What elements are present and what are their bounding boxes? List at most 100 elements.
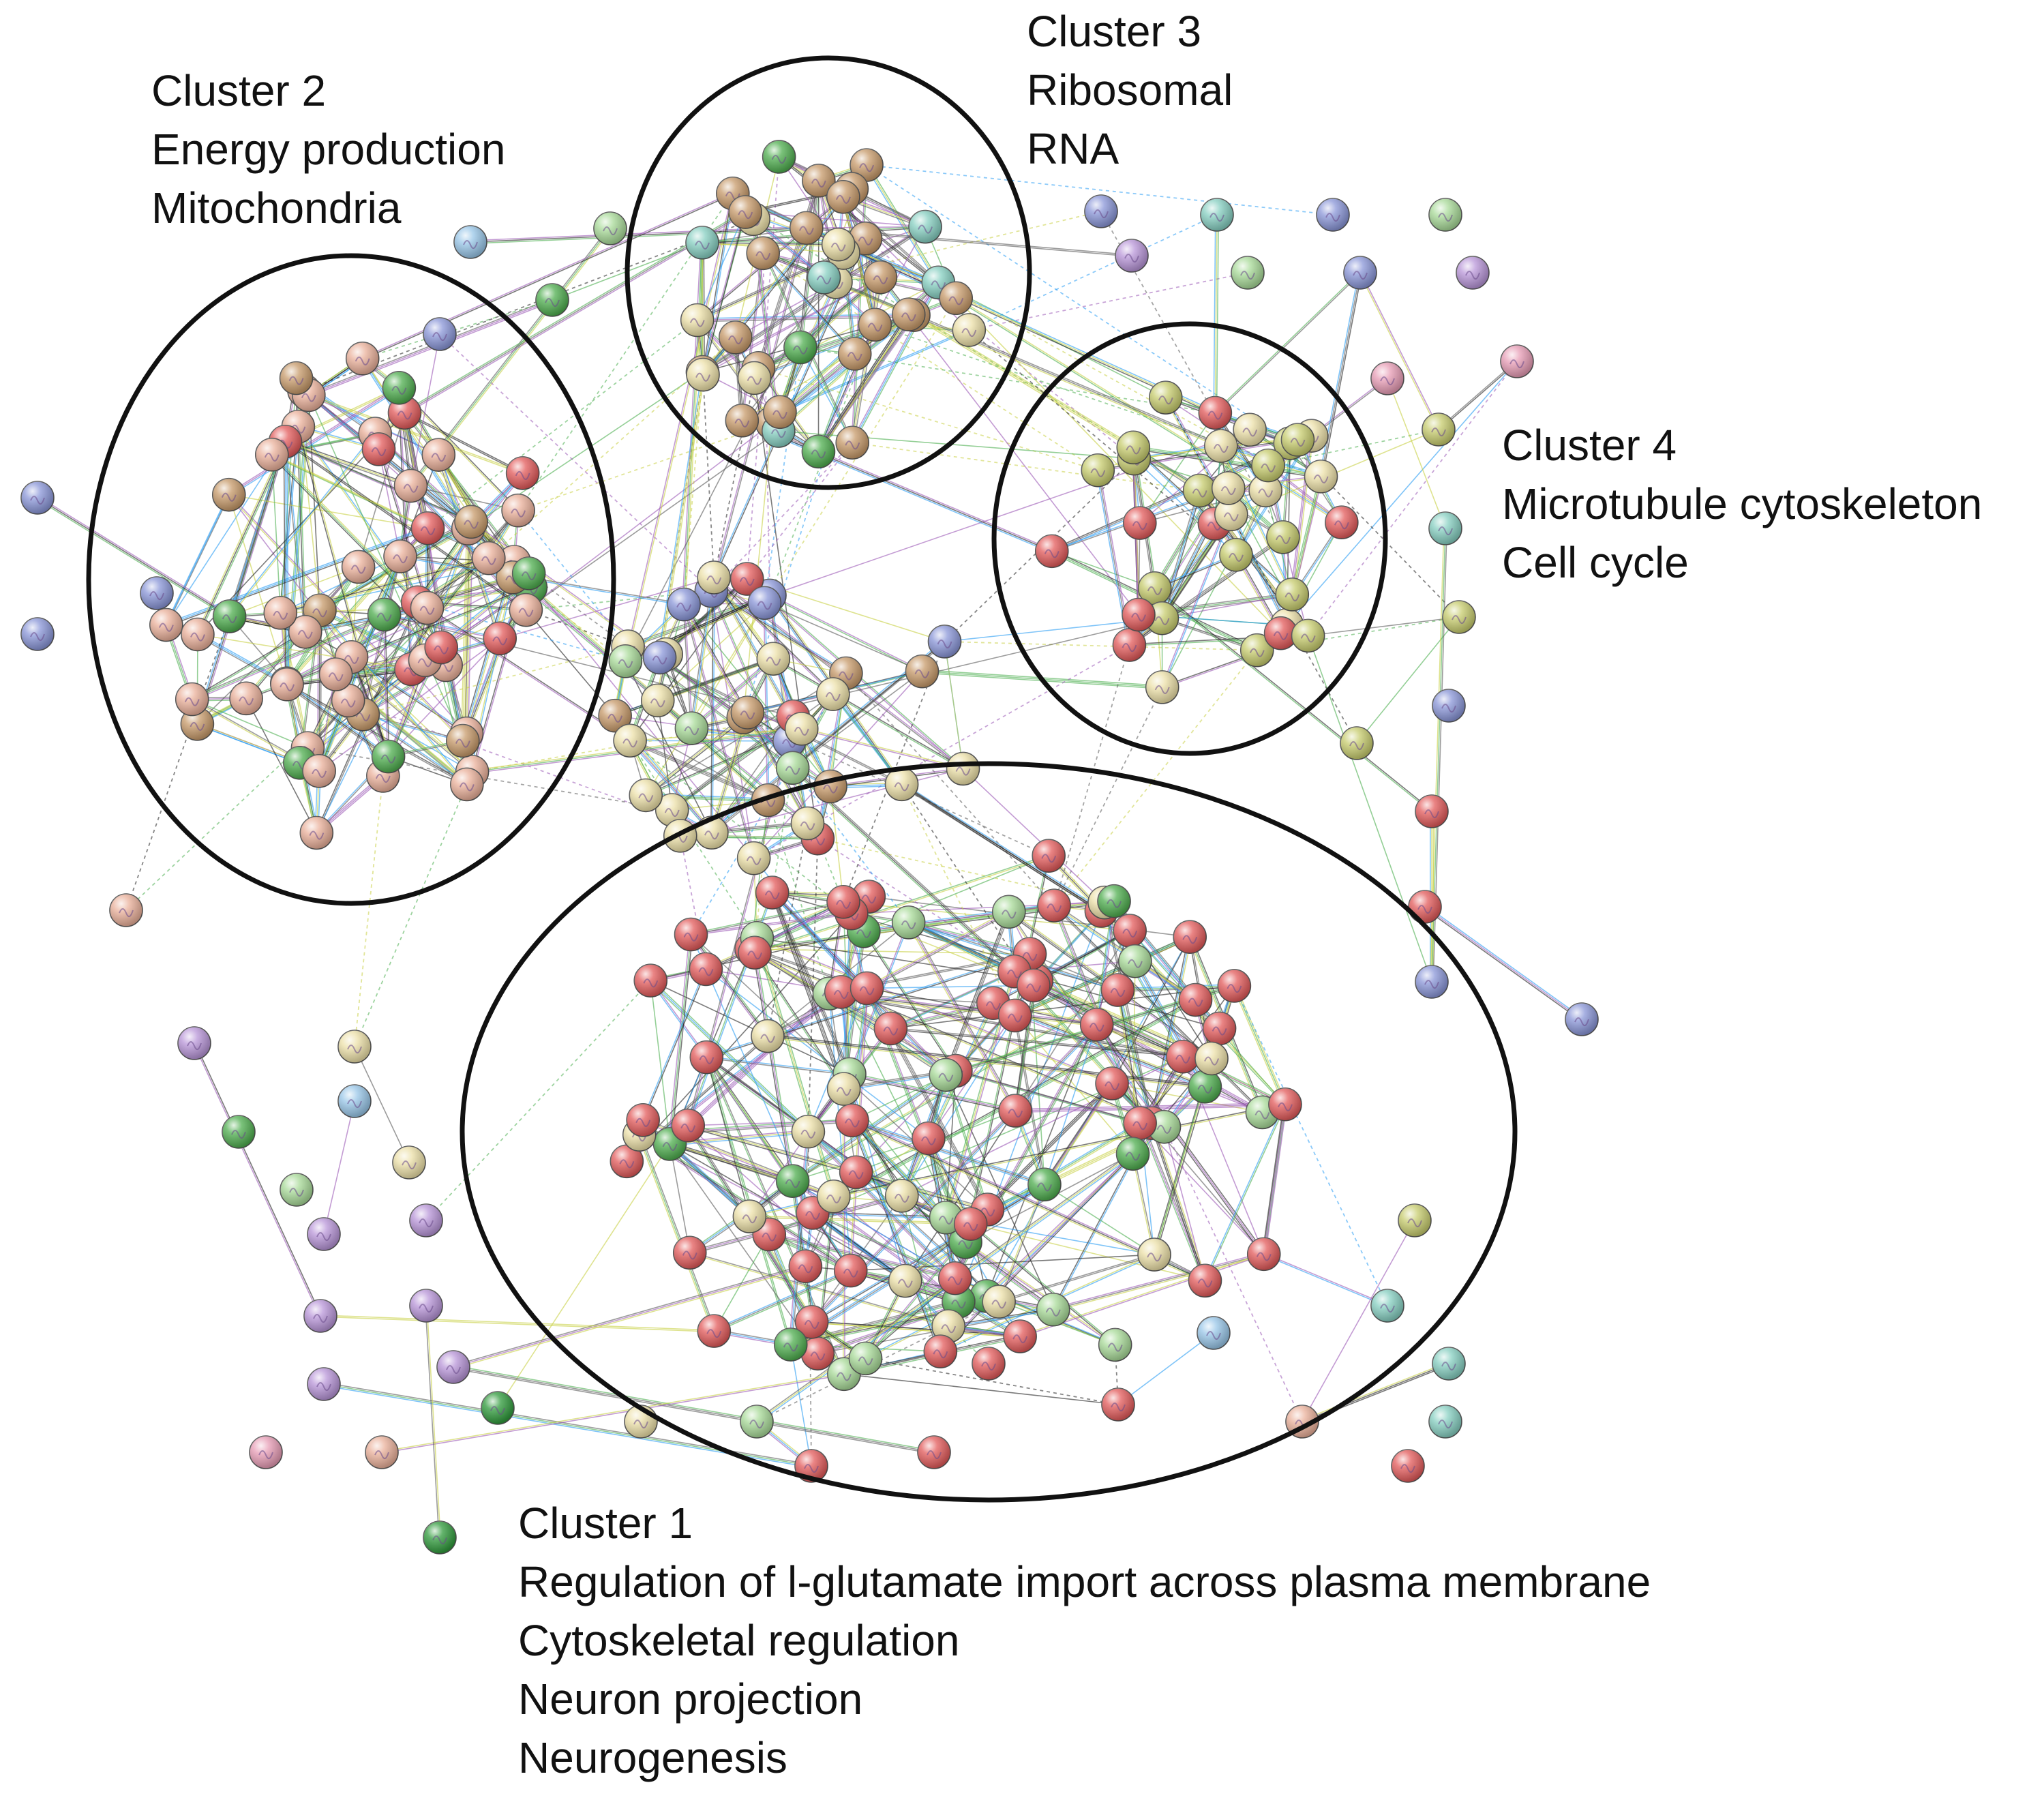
protein-node-shine bbox=[255, 438, 288, 471]
protein-node-shine bbox=[1415, 795, 1448, 828]
interaction-edge bbox=[908, 314, 1139, 616]
interaction-edge bbox=[309, 301, 554, 397]
protein-node bbox=[997, 998, 1032, 1033]
protein-node-shine bbox=[1371, 1289, 1404, 1322]
protein-structure-icon bbox=[309, 830, 325, 840]
protein-node-shine bbox=[1027, 1168, 1061, 1201]
protein-node bbox=[1182, 473, 1217, 508]
interaction-edge bbox=[271, 454, 282, 613]
protein-node bbox=[505, 456, 540, 490]
protein-node-shine bbox=[1443, 601, 1475, 633]
interaction-edge bbox=[907, 922, 1015, 1112]
interaction-edge bbox=[525, 422, 772, 611]
interaction-edge bbox=[627, 646, 902, 785]
interaction-edge bbox=[525, 610, 616, 717]
interaction-edge bbox=[670, 934, 693, 1145]
interaction-edge bbox=[742, 717, 1049, 857]
protein-node bbox=[337, 1030, 372, 1064]
protein-node bbox=[756, 642, 791, 676]
interaction-edge bbox=[1131, 1154, 1154, 1255]
interaction-edge bbox=[955, 297, 1282, 634]
protein-structure-icon bbox=[747, 376, 762, 385]
protein-structure-icon bbox=[1275, 535, 1291, 544]
protein-node-shine bbox=[783, 331, 817, 364]
protein-structure-icon bbox=[991, 1300, 1007, 1309]
protein-structure-icon bbox=[859, 986, 875, 995]
interaction-edge bbox=[901, 1015, 1016, 1197]
interaction-edge bbox=[307, 747, 672, 811]
interaction-edge bbox=[866, 164, 1334, 215]
interaction-edge bbox=[318, 610, 467, 785]
protein-node-shine bbox=[1276, 578, 1309, 611]
interaction-edge bbox=[320, 610, 468, 785]
protein-node bbox=[1101, 1388, 1135, 1422]
protein-structure-icon bbox=[1122, 929, 1138, 938]
interaction-edge bbox=[1044, 1083, 1113, 1185]
protein-node bbox=[1081, 453, 1115, 487]
interaction-edge bbox=[714, 1271, 852, 1333]
interaction-edge bbox=[866, 910, 1009, 988]
protein-node bbox=[450, 767, 484, 802]
interaction-edge bbox=[762, 252, 1098, 471]
protein-node-shine bbox=[280, 1173, 313, 1206]
interaction-edge bbox=[944, 911, 1008, 1075]
protein-node bbox=[697, 1314, 732, 1348]
protein-node-shine bbox=[938, 1261, 972, 1295]
interaction-edge bbox=[1205, 1104, 1287, 1282]
protein-structure-icon bbox=[434, 645, 449, 655]
protein-node bbox=[738, 935, 772, 970]
protein-node bbox=[1145, 670, 1179, 704]
protein-structure-icon bbox=[1126, 445, 1141, 455]
protein-node bbox=[912, 1121, 946, 1156]
interaction-edge bbox=[800, 277, 881, 348]
protein-node-shine bbox=[918, 1436, 950, 1469]
interaction-edge bbox=[624, 193, 733, 661]
interaction-edge bbox=[363, 646, 629, 715]
protein-structure-icon bbox=[867, 322, 883, 332]
protein-node-shine bbox=[822, 228, 855, 261]
protein-structure-icon bbox=[258, 1450, 273, 1460]
protein-node bbox=[672, 1235, 707, 1270]
protein-node-shine bbox=[858, 308, 892, 342]
interaction-edge bbox=[1043, 1083, 1112, 1185]
interaction-edge bbox=[625, 193, 734, 662]
interaction-edge bbox=[816, 313, 908, 451]
protein-node bbox=[598, 698, 632, 733]
protein-node-shine bbox=[627, 1103, 660, 1137]
protein-node-shine bbox=[719, 320, 752, 354]
protein-structure-icon bbox=[938, 1072, 954, 1082]
protein-node bbox=[826, 179, 860, 214]
interaction-edge bbox=[384, 613, 500, 639]
protein-structure-icon bbox=[1325, 213, 1340, 222]
protein-node-shine bbox=[690, 1040, 723, 1074]
protein-structure-icon bbox=[760, 1034, 775, 1043]
protein-structure-icon bbox=[1229, 552, 1244, 562]
protein-node bbox=[736, 841, 771, 875]
protein-node bbox=[1204, 429, 1238, 463]
protein-node-shine bbox=[1122, 598, 1156, 631]
protein-node bbox=[140, 576, 174, 610]
interaction-edge bbox=[689, 1073, 946, 1252]
protein-node-shine bbox=[1101, 974, 1134, 1007]
protein-node-shine bbox=[346, 342, 379, 375]
interaction-edge bbox=[968, 214, 1218, 331]
interaction-edge bbox=[764, 602, 922, 672]
protein-structure-icon bbox=[618, 659, 633, 668]
protein-structure-icon bbox=[1220, 486, 1236, 496]
protein-node bbox=[249, 1435, 283, 1469]
interaction-edge bbox=[659, 374, 704, 658]
protein-node bbox=[409, 1289, 443, 1323]
interaction-edge bbox=[404, 412, 523, 475]
interaction-edge bbox=[1151, 1123, 1206, 1281]
interaction-edge bbox=[637, 1135, 713, 1332]
protein-node-shine bbox=[230, 682, 263, 715]
protein-node bbox=[689, 1040, 724, 1075]
interaction-edge bbox=[742, 419, 1053, 551]
protein-node-shine bbox=[952, 314, 986, 347]
protein-node bbox=[307, 1367, 341, 1401]
protein-node-shine bbox=[422, 438, 455, 472]
protein-node bbox=[800, 1336, 835, 1371]
interaction-edge bbox=[937, 282, 1167, 398]
protein-structure-icon bbox=[344, 655, 359, 664]
interaction-edge bbox=[946, 1075, 989, 1210]
